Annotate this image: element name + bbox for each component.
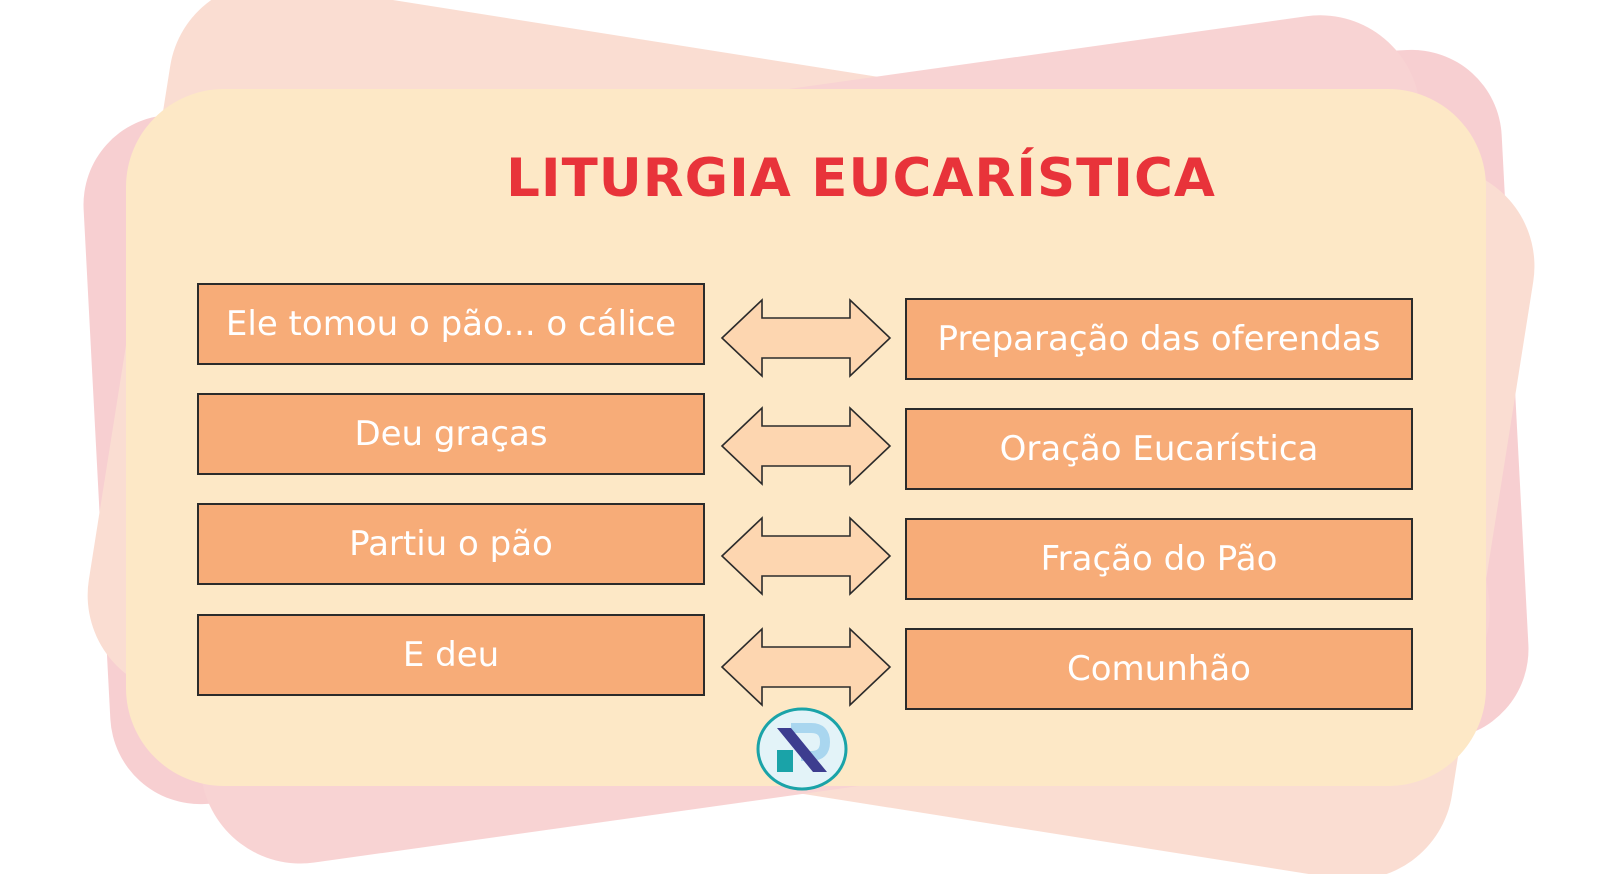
left-box-4: E deu xyxy=(197,614,705,696)
left-box-3: Partiu o pão xyxy=(197,503,705,585)
double-arrow-icon xyxy=(720,406,892,486)
left-box-2: Deu graças xyxy=(197,393,705,475)
brand-logo-icon xyxy=(756,707,848,791)
double-arrow-icon xyxy=(720,516,892,596)
double-arrow-icon xyxy=(720,627,892,707)
right-box-1: Preparação das oferendas xyxy=(905,298,1413,380)
right-box-3: Fração do Pão xyxy=(905,518,1413,600)
left-box-1: Ele tomou o pão... o cálice xyxy=(197,283,705,365)
page-title: LITURGIA EUCARÍSTICA xyxy=(506,148,1216,209)
right-box-2: Oração Eucarística xyxy=(905,408,1413,490)
double-arrow-icon xyxy=(720,298,892,378)
right-box-4: Comunhão xyxy=(905,628,1413,710)
